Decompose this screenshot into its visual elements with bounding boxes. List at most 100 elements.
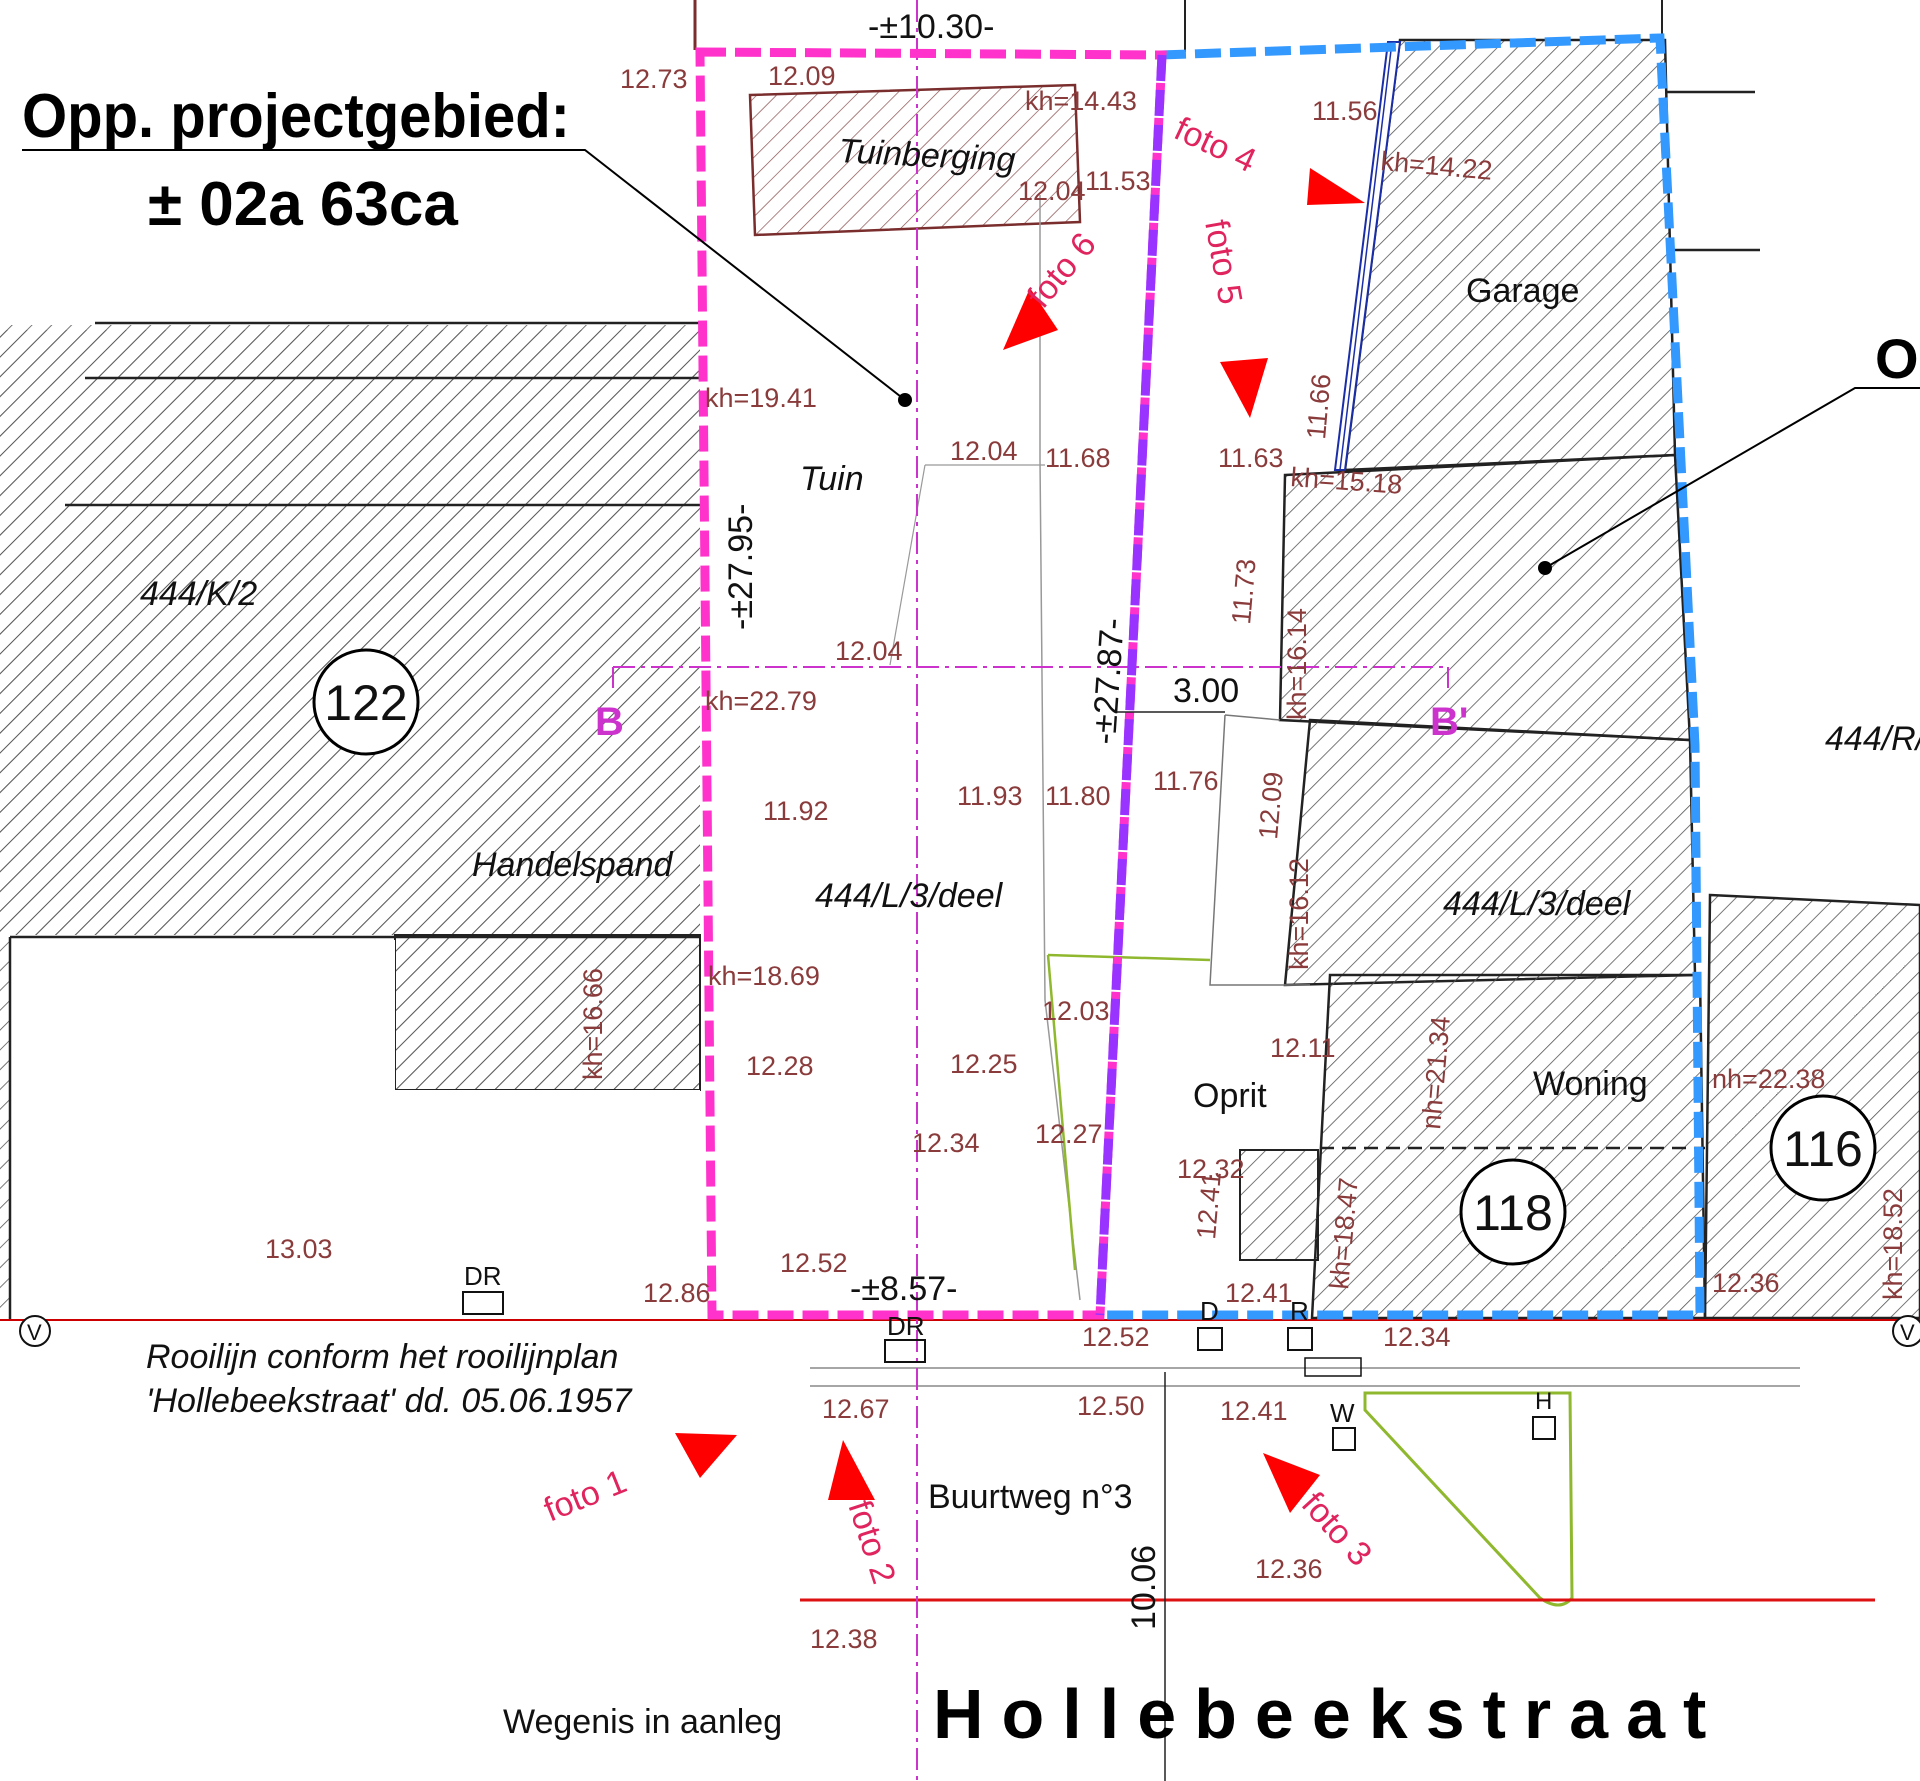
- utility-d: D: [1200, 1296, 1219, 1326]
- house-number-118: 118: [1459, 1158, 1567, 1266]
- utility-dr: DR: [464, 1261, 502, 1291]
- spot-height: 13.03: [265, 1234, 333, 1264]
- photo-arrow-6: [1003, 288, 1058, 350]
- ridge-height: kh=16.12: [1284, 858, 1314, 970]
- dimension-bottom: -±8.57-: [850, 1270, 957, 1308]
- spot-height: 12.41: [1225, 1278, 1293, 1308]
- spot-height: 12.34: [912, 1128, 980, 1158]
- spot-height: 12.04: [835, 636, 903, 666]
- photo-arrow-5: [1220, 358, 1268, 418]
- photo-label-1: foto 1: [539, 1462, 632, 1529]
- parcel-444l3-right: 444/L/3/deel: [1443, 885, 1632, 923]
- building-annex: [1278, 453, 1692, 742]
- rooilijn-line2: 'Hollebeekstraat' dd. 05.06.1957: [146, 1382, 633, 1420]
- house-number-122: 122: [312, 648, 420, 756]
- spot-height: 12.38: [810, 1624, 878, 1654]
- spot-height: 12.73: [620, 64, 688, 94]
- utility-v: V: [1900, 1320, 1915, 1345]
- ridge-height: kh=16.14: [1282, 608, 1312, 720]
- spot-height: 11.63: [1218, 443, 1284, 473]
- spot-height: 12.34: [1383, 1322, 1451, 1352]
- label-tuinberging: Tuinberging: [838, 132, 1017, 179]
- callout-cut-text: O: [1875, 327, 1919, 390]
- photo-arrow-1: [675, 1433, 737, 1478]
- spot-height: 12.86: [643, 1278, 711, 1308]
- spot-height: 12.41: [1191, 1171, 1227, 1241]
- ridge-height: kh=18.52: [1878, 1188, 1908, 1300]
- utility-markers: DR DR D R W H V V: [19, 1261, 1920, 1451]
- label-garage: Garage: [1466, 272, 1579, 310]
- spot-height: 12.25: [950, 1049, 1018, 1079]
- spot-height: 12.09: [768, 61, 836, 91]
- dimension-driveway: 3.00: [1173, 672, 1239, 710]
- ridge-height: nh=22.38: [1712, 1064, 1825, 1094]
- photo-arrow-2: [828, 1440, 875, 1500]
- svg-text:116: 116: [1783, 1121, 1863, 1177]
- building-garage: [1343, 38, 1677, 472]
- property-boundary: [1100, 33, 1705, 1320]
- utility-dr: DR: [887, 1311, 925, 1341]
- ridge-height: kh=16.66: [578, 968, 608, 1080]
- ridge-height: kh=19.41: [705, 383, 817, 413]
- spot-height: 12.36: [1712, 1268, 1780, 1298]
- label-street: Hollebeekstraat: [933, 1675, 1724, 1753]
- ridge-heights: kh=14.43 kh=14.22 kh=19.41 kh=15.18 kh=2…: [578, 86, 1908, 1300]
- utility-v: V: [27, 1320, 42, 1345]
- photo-label-5: foto 5: [1197, 217, 1249, 307]
- photo-arrow-4: [1307, 168, 1365, 205]
- ridge-height: kh=22.79: [705, 686, 817, 716]
- section-label-b: B: [595, 700, 624, 744]
- spot-height: 11.56: [1312, 96, 1378, 126]
- photo-label-6: foto 6: [1020, 226, 1104, 316]
- label-buurtweg: Buurtweg n°3: [928, 1478, 1133, 1516]
- ridge-height: kh=18.69: [708, 961, 820, 991]
- spot-heights: 12.73 12.09 11.56 11.53 12.04 11.66 12.0…: [265, 61, 1780, 1654]
- building-handelspand: [0, 321, 701, 1320]
- building-tuinberging: [748, 83, 1082, 237]
- photo-label-2: foto 2: [840, 1496, 902, 1589]
- spot-height: 12.27: [1035, 1119, 1103, 1149]
- building-woning: [1310, 973, 1707, 1320]
- spot-height: 11.68: [1045, 443, 1111, 473]
- spot-height: 11.93: [957, 781, 1023, 811]
- parcel-444k2: 444/K/2: [140, 575, 257, 613]
- spot-height: 12.41: [1220, 1396, 1288, 1426]
- spot-height: 11.73: [1226, 558, 1262, 626]
- utility-h: H: [1535, 1388, 1552, 1415]
- ridge-height: kh=14.43: [1025, 86, 1137, 116]
- section-label-b-prime: B': [1430, 700, 1468, 744]
- dimension-road: 10.06: [1125, 1545, 1163, 1630]
- spot-height: 11.66: [1301, 373, 1337, 441]
- parcel-444r: 444/R/: [1825, 720, 1920, 758]
- utility-w: W: [1330, 1398, 1355, 1428]
- spot-height: 11.53: [1085, 166, 1151, 196]
- spot-height: 11.92: [763, 796, 829, 826]
- label-handelspand: Handelspand: [472, 846, 673, 884]
- spot-height: 11.76: [1153, 766, 1219, 796]
- spot-height: 12.09: [1253, 771, 1289, 841]
- house-number-116: 116: [1769, 1094, 1877, 1202]
- spot-height: 12.04: [950, 436, 1018, 466]
- spot-height: 12.36: [1255, 1554, 1323, 1584]
- dimension-left: -±27.95-: [722, 504, 760, 630]
- rooilijn-line1: Rooilijn conform het rooilijnplan: [146, 1338, 618, 1376]
- label-tuin: Tuin: [800, 460, 864, 498]
- dimension-top: -±10.30-: [868, 8, 994, 46]
- dimension-right: -±27.87-: [1085, 617, 1132, 746]
- svg-text:122: 122: [324, 675, 407, 731]
- spot-height: 12.11: [1270, 1033, 1336, 1063]
- utility-r: R: [1290, 1296, 1309, 1326]
- photo-arrow-3: [1263, 1453, 1320, 1513]
- project-area-value: ± 02a 63ca: [148, 170, 458, 239]
- svg-text:118: 118: [1473, 1185, 1553, 1241]
- spot-height: 12.04: [1018, 176, 1086, 206]
- label-wegenis: Wegenis in aanleg: [503, 1703, 782, 1741]
- spot-height: 12.50: [1077, 1391, 1145, 1421]
- spot-height: 12.28: [746, 1051, 814, 1081]
- spot-height: 12.52: [780, 1248, 848, 1278]
- photo-label-4: foto 4: [1169, 110, 1262, 180]
- label-oprit: Oprit: [1193, 1077, 1267, 1115]
- spot-height: 11.80: [1045, 781, 1111, 811]
- project-area-title: Opp. projectgebied:: [22, 82, 570, 151]
